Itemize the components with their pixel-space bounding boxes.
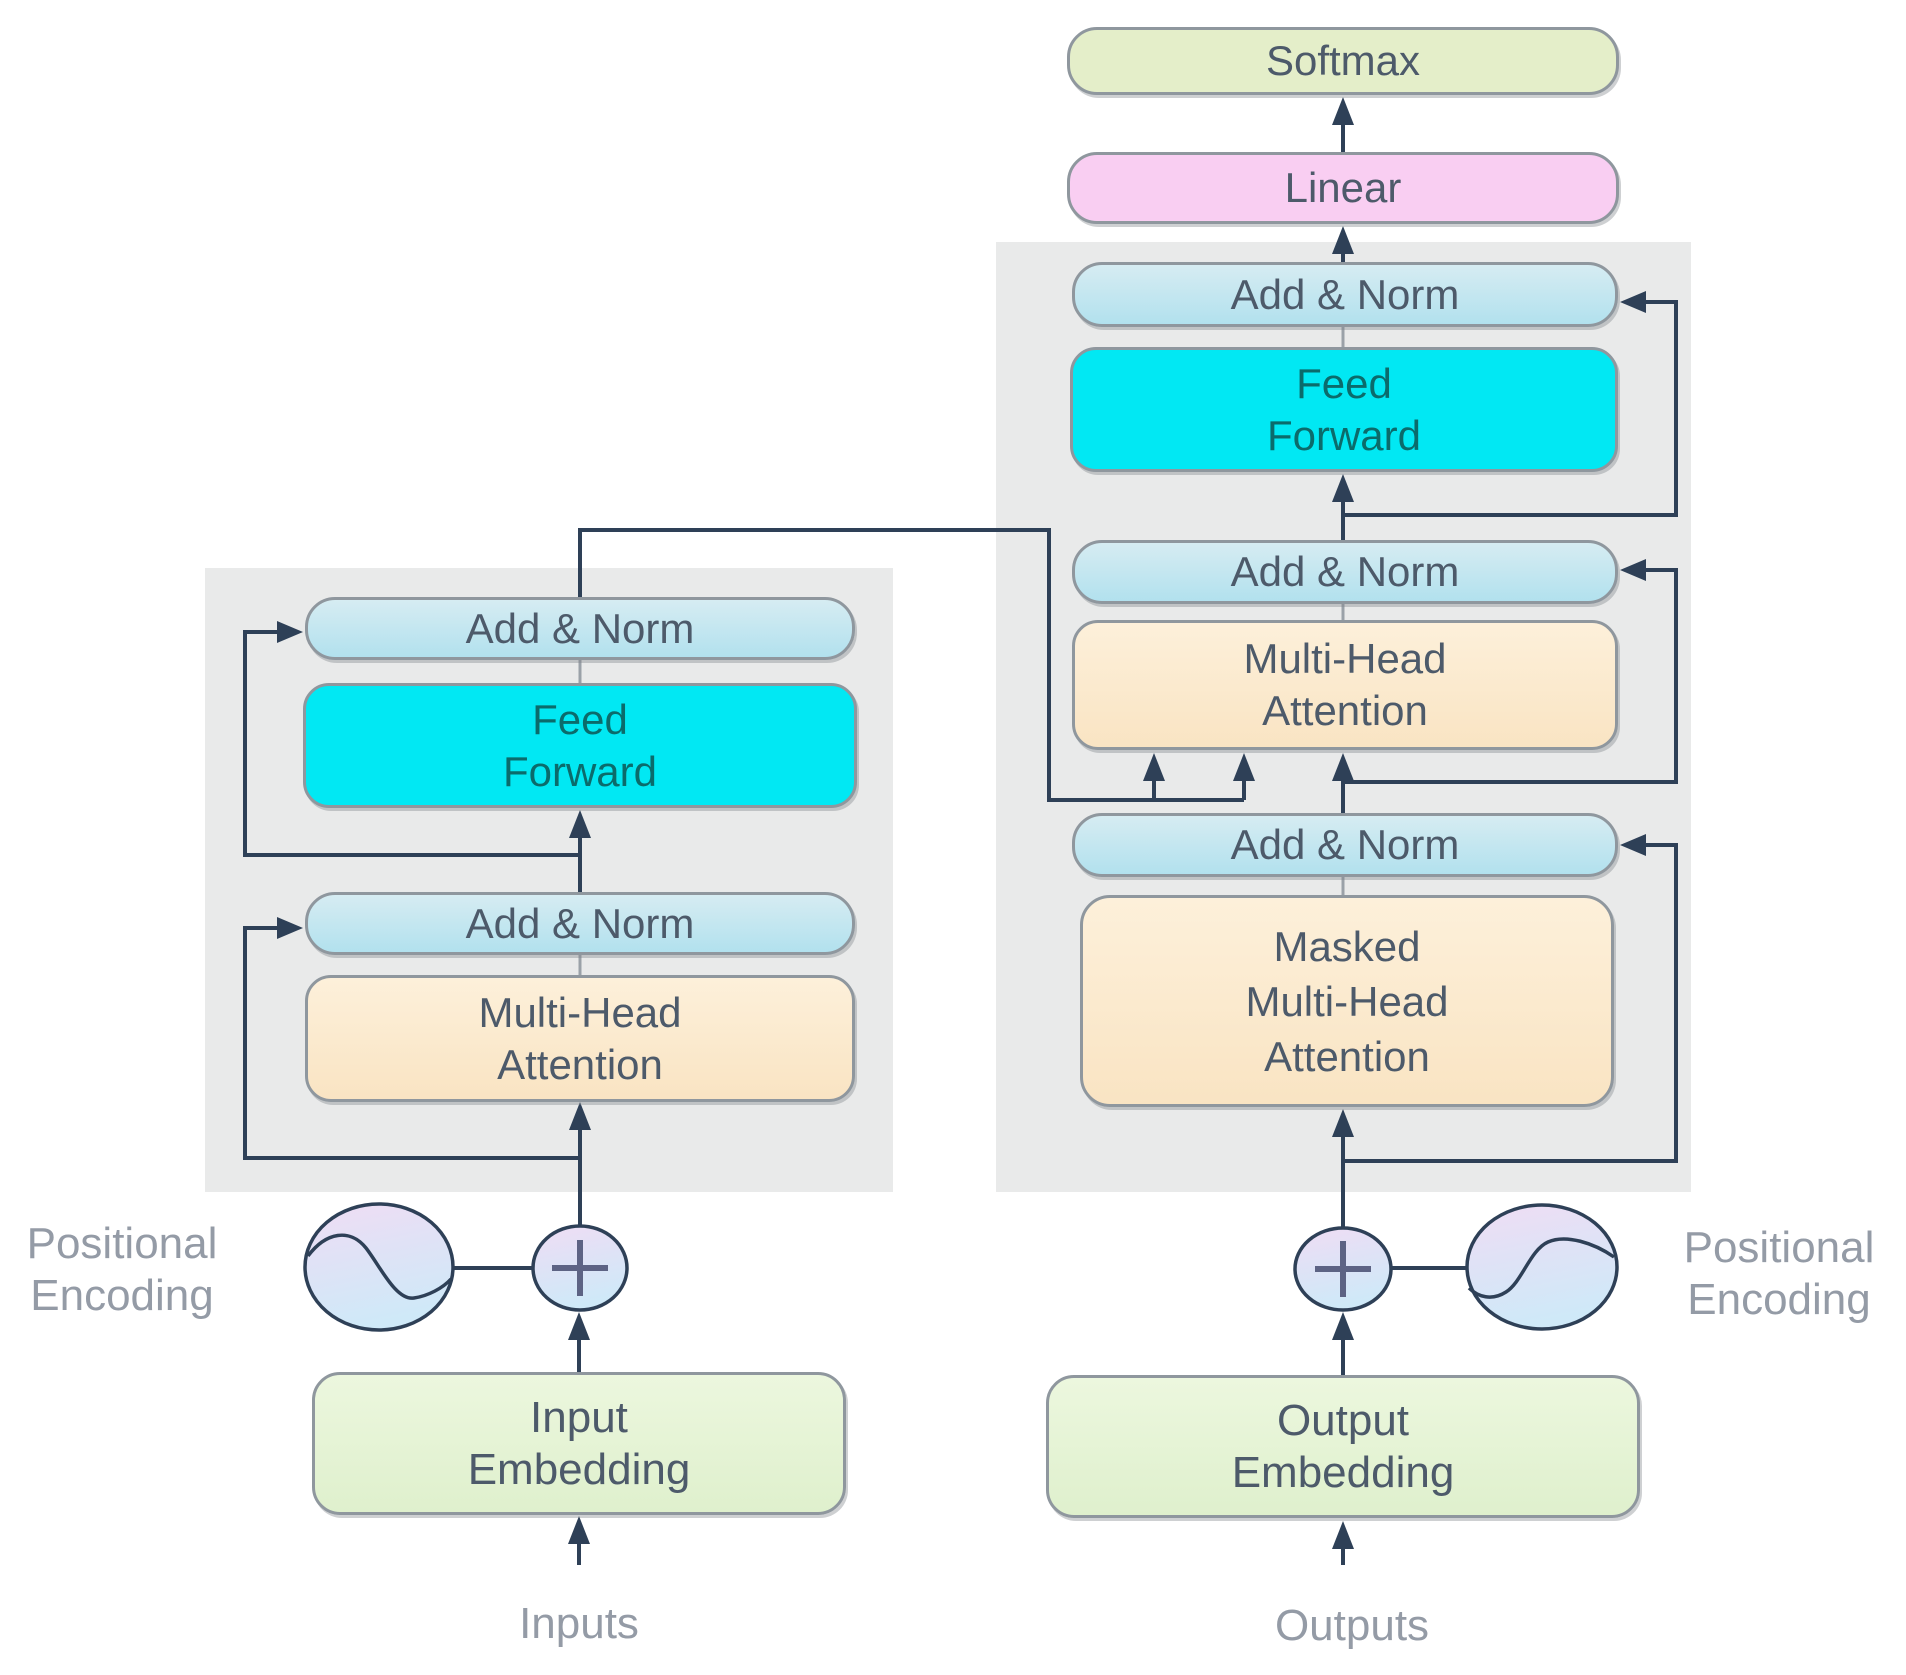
arrowhead-into-encoder-mha	[569, 1102, 591, 1130]
encoder-positional-encoding-label: Positional Encoding	[26, 1219, 218, 1320]
arrowhead-into-decoder-mha	[1332, 753, 1354, 781]
arrowhead-into-linear	[1332, 226, 1354, 254]
inputs-label: Inputs	[519, 1599, 639, 1648]
softmax-block: Softmax	[1067, 27, 1619, 95]
decoder-residual1-branch	[1343, 300, 1678, 517]
decoder-multi-head-attention-label: Multi-Head Attention	[1243, 635, 1447, 734]
decoder-sine-wave-icon	[1467, 1237, 1616, 1299]
masked-multi-head-attention-label: Masked Multi-Head Attention	[1245, 922, 1449, 1080]
decoder-add-norm-mid: Add & Norm	[1072, 540, 1618, 604]
encoder-output-cross-line	[578, 528, 1244, 802]
decoder-add-norm-top-label: Add & Norm	[1230, 270, 1460, 318]
input-embedding-label: Input Embedding	[467, 1392, 691, 1494]
decoder-add-norm-bottom-label: Add & Norm	[1230, 821, 1460, 868]
arrowhead-into-decoder-ff	[1332, 474, 1354, 502]
decoder-positional-encoding-circle	[1465, 1203, 1619, 1331]
arrowhead-into-encoder-addnorm1	[277, 621, 303, 643]
arrowhead-into-encoder-addnorm2	[277, 917, 303, 939]
output-embedding: Output Embedding	[1046, 1375, 1640, 1518]
arrowhead-cross-attention-2	[1233, 753, 1255, 781]
output-embedding-label: Output Embedding	[1231, 1395, 1455, 1497]
decoder-residual2-branch	[1343, 568, 1678, 784]
arrowhead-into-input-embedding	[568, 1516, 590, 1544]
arrowhead-into-masked-mha	[1332, 1109, 1354, 1137]
decoder-add-norm-top: Add & Norm	[1072, 262, 1618, 327]
arrowhead-into-decoder-addnorm5	[1620, 834, 1646, 856]
encoder-add-norm-bottom-label: Add & Norm	[465, 899, 695, 947]
decoder-residual3-branch	[1343, 843, 1678, 1163]
decoder-multi-head-attention: Multi-Head Attention	[1072, 620, 1618, 750]
encoder-plus-icon	[552, 1240, 608, 1296]
decoder-feed-forward: Feed Forward	[1070, 347, 1618, 472]
encoder-sine-wave-icon	[306, 1233, 453, 1300]
outputs-label: Outputs	[1274, 1601, 1430, 1650]
softmax-label: Softmax	[1265, 37, 1421, 84]
arrowhead-into-encoder-plus	[568, 1312, 590, 1340]
arrowhead-cross-attention-1	[1143, 753, 1165, 781]
encoder-feed-forward: Feed Forward	[303, 683, 857, 808]
input-embedding: Input Embedding	[312, 1372, 846, 1515]
linear-block: Linear	[1067, 152, 1619, 224]
arrowhead-into-output-embedding	[1332, 1521, 1354, 1549]
arrowhead-into-decoder-addnorm4	[1620, 559, 1646, 581]
decoder-feed-forward-label: Feed Forward	[1266, 359, 1422, 459]
encoder-residual1-branch	[243, 630, 580, 857]
decoder-positional-encoding-label: Positional Encoding	[1683, 1223, 1875, 1324]
arrowhead-into-encoder-ff	[569, 810, 591, 838]
arrowhead-into-decoder-addnorm3	[1620, 291, 1646, 313]
encoder-add-norm-top: Add & Norm	[305, 597, 855, 660]
arrowhead-into-decoder-plus	[1332, 1312, 1354, 1340]
masked-multi-head-attention: Masked Multi-Head Attention	[1080, 895, 1614, 1107]
linear-label: Linear	[1284, 164, 1402, 211]
decoder-add-norm-bottom: Add & Norm	[1072, 813, 1618, 877]
decoder-add-norm-mid-label: Add & Norm	[1230, 548, 1460, 595]
encoder-add-norm-top-label: Add & Norm	[465, 604, 695, 652]
arrowhead-into-softmax	[1332, 97, 1354, 125]
encoder-multi-head-attention: Multi-Head Attention	[305, 975, 855, 1102]
encoder-add-norm-bottom: Add & Norm	[305, 892, 855, 955]
decoder-plus-icon	[1315, 1241, 1371, 1297]
encoder-feed-forward-label: Feed Forward	[502, 695, 658, 795]
encoder-multi-head-attention-label: Multi-Head Attention	[478, 988, 682, 1088]
encoder-residual2-branch	[243, 926, 580, 1160]
